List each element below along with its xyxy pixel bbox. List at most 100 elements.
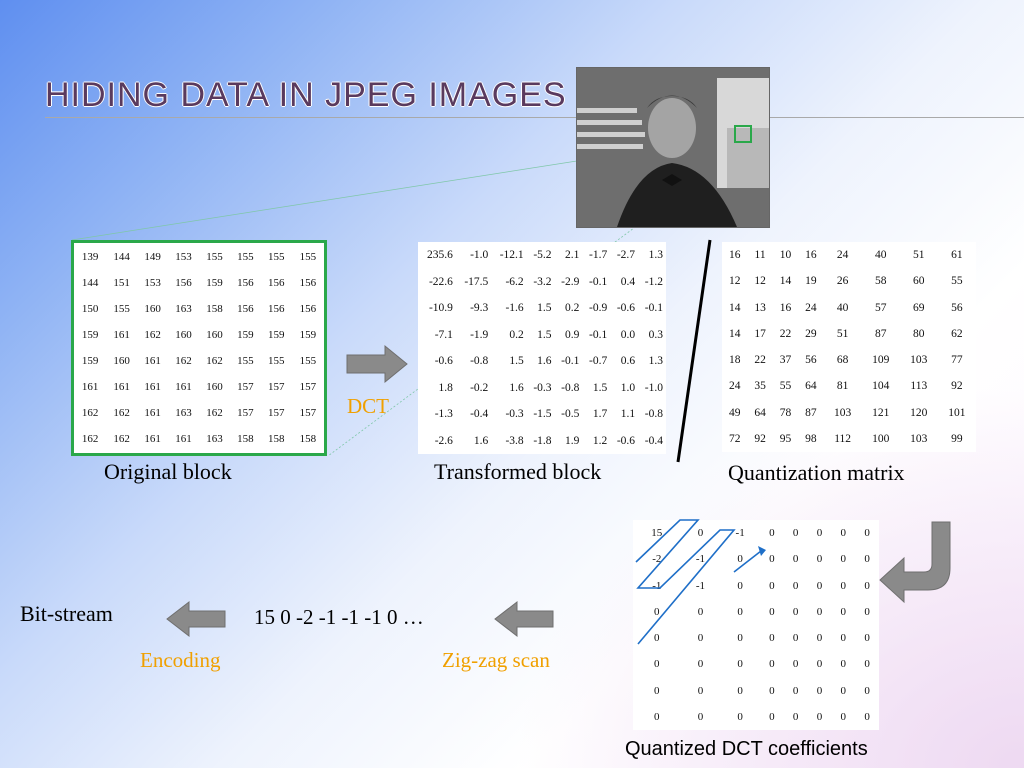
transformed-block-cell: 1.3	[648, 355, 663, 368]
quantized-coefficient-cell: 0	[864, 632, 870, 645]
original-block-cell: 157	[268, 406, 285, 419]
quantization-matrix-cell: 24	[728, 380, 741, 393]
transformed-block-cell: 0.2	[509, 328, 524, 341]
quantized-coefficient-cell: 0	[737, 710, 743, 723]
transformed-block-cell: 1.5	[509, 355, 524, 368]
quantization-matrix-cell: 40	[836, 301, 849, 314]
original-block-cell: 159	[81, 354, 99, 367]
quantized-coefficient-cell: 0	[737, 684, 743, 697]
transformed-block-cell: 1.5	[537, 328, 552, 341]
quantization-matrix-cell: 51	[836, 327, 849, 340]
quantization-matrix-cell: 16	[728, 249, 741, 262]
transformed-block-cell: 0.9	[565, 328, 580, 341]
transformed-block-cell: 1.2	[592, 434, 608, 447]
original-block-cell: 139	[81, 250, 99, 263]
original-block-cell: 162	[175, 354, 192, 367]
quantized-coefficient-cell: 0	[840, 527, 847, 540]
quantized-coefficient-cell: 0	[737, 632, 743, 645]
transformed-block-cell: -5.2	[533, 249, 552, 262]
transformed-block-cell: 235.6	[427, 249, 453, 262]
transformed-block-cell: -0.8	[561, 381, 580, 394]
quantization-matrix-cell: 80	[913, 327, 925, 340]
quantized-coefficient-cell: 15	[651, 527, 663, 540]
original-block-cell: 155	[113, 303, 130, 316]
quantized-coefficient-cell: 0	[697, 605, 704, 618]
transformed-block-cell: -12.1	[499, 249, 524, 262]
quantized-coefficient-cell: 0	[654, 684, 660, 697]
original-block-label: Original block	[104, 459, 232, 484]
quantization-matrix-cell: 24	[836, 249, 849, 262]
quantization-matrix-cell: 60	[913, 275, 925, 288]
original-block-cell: 161	[144, 406, 161, 419]
original-block-cell: 158	[299, 433, 317, 446]
quantization-matrix-cell: 103	[833, 406, 852, 419]
quantized-coefficient-cell: 0	[792, 684, 799, 697]
original-block-cell: 160	[206, 380, 223, 393]
quantization-matrix-cell: 40	[874, 249, 887, 262]
original-block-cell: 160	[175, 329, 192, 342]
quantization-matrix-cell: 56	[805, 354, 817, 367]
original-block-cell: 162	[206, 354, 223, 367]
transformed-block-cell: -1.5	[533, 408, 552, 421]
title-divider	[45, 117, 1024, 118]
quantization-matrix-cell: 121	[872, 406, 890, 419]
quantization-matrix-cell: 101	[948, 406, 966, 419]
transformed-block-cell: -0.3	[533, 381, 552, 394]
original-block-cell: 160	[206, 329, 223, 342]
quantized-coefficient-cell: 0	[737, 579, 743, 592]
bitstream-label: Bit-stream	[20, 601, 113, 626]
transformed-block-cell: 0.4	[620, 275, 636, 288]
transformed-block-cell: -0.6	[616, 434, 636, 447]
original-block-cell: 163	[175, 406, 192, 419]
original-block-cell: 162	[206, 406, 223, 419]
quantized-coefficient-cell: 0	[769, 579, 775, 592]
original-block-cell: 153	[175, 250, 192, 263]
transformed-block-cell: 1.5	[537, 302, 552, 315]
quantized-coefficient-cell: 0	[654, 632, 660, 645]
quantization-matrix-label: Quantization matrix	[728, 460, 905, 485]
encoding-label: Encoding	[140, 648, 221, 672]
original-block-cell: 156	[299, 303, 317, 316]
original-block-cell: 161	[144, 354, 161, 367]
quantized-coefficient-cell: 0	[840, 684, 847, 697]
original-block-cell: 156	[268, 277, 285, 290]
transformed-block-cell: 2.1	[565, 249, 580, 262]
quantized-coefficient-cell: 0	[769, 710, 775, 723]
quantization-matrix-cell: 37	[779, 354, 792, 367]
quantized-coefficient-cell: -1	[695, 579, 706, 592]
quantization-matrix-cell: 12	[728, 275, 741, 288]
zigzag-arrowhead	[758, 546, 766, 556]
quantization-matrix-cell: 14	[779, 275, 792, 288]
quantization-matrix-cell: 14	[728, 327, 741, 340]
quantization-matrix-cell: 61	[951, 249, 963, 262]
original-block-cell: 158	[268, 433, 285, 446]
original-block-cell: 158	[206, 303, 223, 316]
original-block-cell: 160	[144, 303, 161, 316]
quantization-matrix-cell: 10	[779, 249, 792, 262]
transformed-block-label: Transformed block	[434, 459, 602, 484]
transformed-block-cell: 1.7	[592, 408, 608, 421]
quantization-matrix-cell: 26	[836, 275, 849, 288]
original-block-cell: 157	[299, 406, 317, 419]
quantization-matrix-cell: 104	[872, 380, 890, 393]
quantization-matrix-cell: 92	[754, 432, 766, 445]
zigzag-arrow-icon	[494, 600, 554, 638]
transformed-block-cell: -9.3	[470, 302, 489, 315]
quantized-coefficient-cell: 0	[840, 710, 847, 723]
original-block-cell: 155	[299, 250, 317, 263]
original-block-cell: 163	[175, 303, 192, 316]
quantized-coefficient-cell: 0	[737, 658, 743, 671]
quantization-matrix-cell: 103	[910, 432, 928, 445]
original-block-cell: 157	[237, 380, 254, 393]
transformed-block-cell: 0.0	[620, 328, 636, 341]
transformed-block-cell: -0.6	[616, 302, 636, 315]
quantized-coefficient-cell: 0	[737, 605, 743, 618]
original-block-cell: 156	[299, 277, 317, 290]
